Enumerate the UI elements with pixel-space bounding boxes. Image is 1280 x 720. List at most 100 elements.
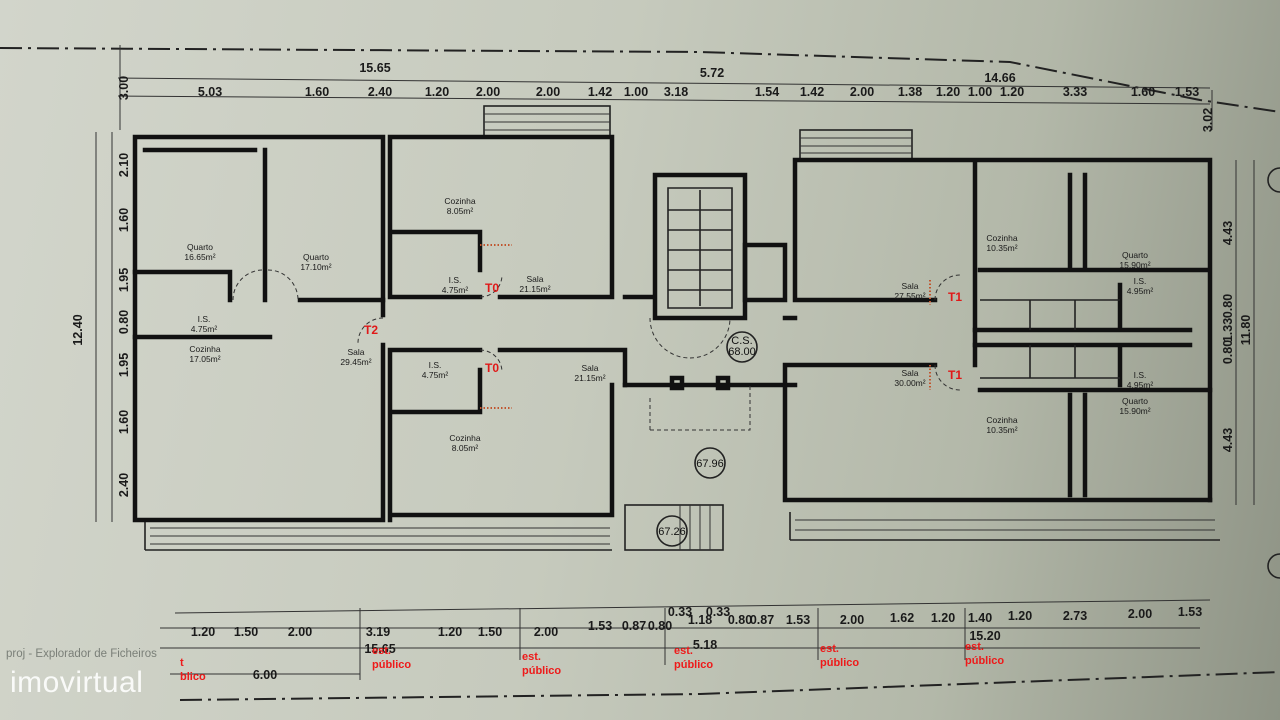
dimension-segment-bottom: 2.73 [1063, 609, 1087, 623]
dimension-segment-top: 1.53 [1175, 85, 1199, 99]
level-label: C.S. [731, 335, 752, 347]
property-boundary-bottom [179, 671, 1280, 701]
dimension-segment-top: 3.33 [1063, 85, 1087, 99]
parking-label: público [522, 665, 561, 677]
dimension-segment-bottom: 1.20 [191, 625, 215, 639]
parking-label: público [372, 659, 411, 671]
dimension-segment-right: 0.80 [1221, 340, 1235, 364]
room-name: Quarto [1122, 250, 1148, 260]
parking-label: t [180, 657, 184, 669]
room-area: 8.05m² [452, 443, 479, 453]
room-area: 10.35m² [986, 425, 1017, 435]
dimension-segment-left: 1.95 [117, 353, 131, 377]
room-name: Quarto [1122, 396, 1148, 406]
dimension-segment-bottom: 0.87 [750, 613, 774, 627]
level-value: 67.26 [658, 526, 686, 538]
dimension-segment-bottom: 2.00 [1128, 607, 1152, 621]
dimension-overall-top: 15.65 [359, 61, 390, 75]
dimension-segment-top: 1.42 [588, 85, 612, 99]
dimension-lines [95, 45, 1255, 680]
level-circles [656, 167, 1280, 579]
room-name: I.S. [1134, 276, 1147, 286]
dimension-segment-top: 1.42 [800, 85, 824, 99]
room-name: Quarto [303, 252, 329, 262]
walls [132, 134, 1213, 523]
dimension-segment-right: 4.43 [1221, 221, 1235, 245]
dimension-overall-top: 5.72 [700, 66, 724, 80]
dimension-segment-left: 2.10 [117, 153, 131, 177]
dimension-segment-right: 0.80 [1221, 294, 1235, 318]
dimension-segment-left: 1.95 [117, 268, 131, 292]
room-area: 4.95m² [1127, 286, 1154, 296]
dimension-offset-left: 3.00 [117, 76, 131, 100]
dimension-offset-right: 3.02 [1201, 108, 1215, 132]
room-name: I.S. [1134, 370, 1147, 380]
dimension-segment-left: 2.40 [117, 473, 131, 497]
level-value: 67.96 [696, 458, 724, 470]
parking-label: público [674, 659, 713, 671]
dimension-segment-top: 1.60 [305, 85, 329, 99]
room-name: Cozinha [449, 433, 480, 443]
room-name: Sala [901, 281, 918, 291]
dimension-segment-left: 1.60 [117, 410, 131, 434]
parking-label: est. [965, 641, 984, 653]
parking-label: est. [522, 651, 541, 663]
dimension-segment-top: 1.20 [1000, 85, 1024, 99]
room-area: 10.35m² [986, 243, 1017, 253]
dimension-overall-bottom: 15.65 [364, 642, 395, 656]
room-area: 30.00m² [894, 378, 925, 388]
dimension-segment-left: 0.80 [117, 310, 131, 334]
dimension-segment-top: 1.20 [425, 85, 449, 99]
dimension-segment-top: 1.38 [898, 85, 922, 99]
room-area: 16.65m² [184, 252, 215, 262]
dimension-segment-bottom: 0.33 [706, 605, 730, 619]
dimension-segment-bottom: 2.00 [840, 613, 864, 627]
room-name: Sala [901, 368, 918, 378]
dimension-segment-bottom: 1.50 [478, 625, 502, 639]
dimension-segment-bottom: 2.00 [534, 625, 558, 639]
dimension-segment-top: 1.54 [755, 85, 779, 99]
room-name: Cozinha [444, 196, 475, 206]
room-name: Cozinha [986, 233, 1017, 243]
dimension-segment-bottom: 1.53 [588, 619, 612, 633]
dimension-segment-top: 2.00 [536, 85, 560, 99]
room-area: 17.05m² [189, 354, 220, 364]
typology-tag: T0 [485, 361, 499, 375]
dimension-segment-bottom: 0.87 [622, 619, 646, 633]
parking-label: est. [674, 645, 693, 657]
dimension-segment-bottom: 3.19 [366, 625, 390, 639]
parking-label: público [820, 657, 859, 669]
dimension-overall-bottom: 15.20 [969, 629, 1000, 643]
room-area: 8.05m² [447, 206, 474, 216]
dimension-segment-top: 1.60 [1131, 85, 1155, 99]
parking-label: est. [372, 645, 391, 657]
level-value: 68.00 [728, 346, 756, 358]
balconies [144, 105, 1220, 551]
room-name: Sala [526, 274, 543, 284]
dimension-segment-top: 3.18 [664, 85, 688, 99]
dimension-segment-bottom: 1.53 [786, 613, 810, 627]
room-area: 4.95m² [1127, 380, 1154, 390]
dimension-segment-bottom: 1.20 [438, 625, 462, 639]
dimension-overall-bottom: 6.00 [253, 668, 277, 682]
dimension-segment-bottom: 1.40 [968, 611, 992, 625]
typology-tag: T1 [948, 368, 962, 382]
property-boundary-top [0, 47, 1280, 113]
dimension-segment-top: 5.03 [198, 85, 222, 99]
room-area: 17.10m² [300, 262, 331, 272]
parking-label: est. [820, 643, 839, 655]
dimension-segment-bottom: 1.18 [688, 613, 712, 627]
room-name: I.S. [429, 360, 442, 370]
dimension-segment-bottom: 1.53 [1178, 605, 1202, 619]
room-area: 27.55m² [894, 291, 925, 301]
dimension-total-right: 11.80 [1239, 315, 1253, 346]
parking-label: público [965, 655, 1004, 667]
room-area: 29.45m² [340, 357, 371, 367]
dimension-segment-bottom: 1.20 [931, 611, 955, 625]
dimension-segment-bottom: 0.80 [728, 613, 752, 627]
dimension-overall-bottom: 5.18 [693, 638, 717, 652]
room-name: Cozinha [189, 344, 220, 354]
room-area: 21.15m² [574, 373, 605, 383]
room-area: 4.75m² [422, 370, 449, 380]
